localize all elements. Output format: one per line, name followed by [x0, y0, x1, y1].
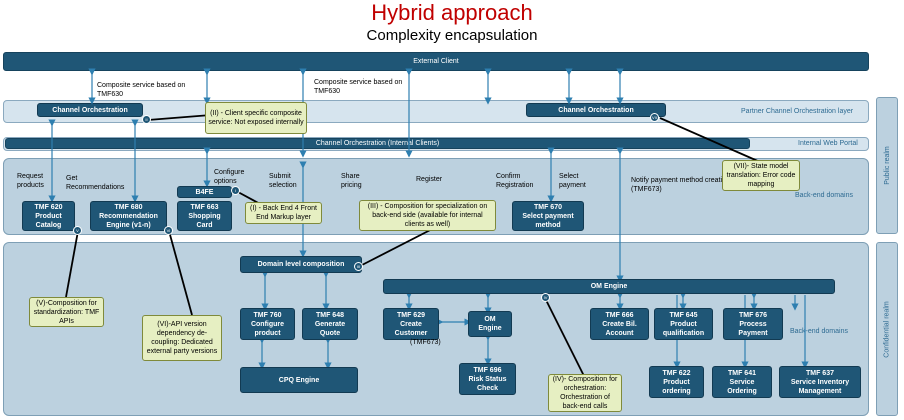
- badge-vi: VI: [164, 226, 173, 235]
- note-vii-state-model-translation: (VII)- State model translation: Error co…: [722, 160, 800, 191]
- badge-iii: III: [354, 262, 363, 271]
- internal-portal-label: Internal Web Portal: [798, 140, 858, 147]
- label-share-pricing: Share pricing: [341, 173, 362, 189]
- note-vi-api-version-decoupling: (VI)-API version dependency de-coupling:…: [142, 315, 222, 361]
- diagram-title: Hybrid approach: [371, 0, 533, 25]
- badge-v: V: [73, 226, 82, 235]
- composite-service-left-label: Composite service based on TMF630: [97, 82, 186, 98]
- domain-level-composition: Domain level composition: [240, 256, 362, 273]
- label-select-payment: Select payment: [559, 173, 586, 189]
- badge-iv: IV: [541, 293, 550, 302]
- backend-domains-top-label: Back-end domains: [795, 192, 853, 199]
- diagram-subtitle: Complexity encapsulation: [366, 27, 538, 44]
- backend-domains-bottom-label: Back-end domains: [790, 328, 848, 335]
- label-configure-options: Configure options: [214, 169, 245, 185]
- badge-vii: VII: [650, 113, 659, 122]
- channel-orchestration-right: Channel Orchestration: [526, 103, 666, 117]
- label-register: Register: [416, 176, 443, 183]
- composite-service-right-label: Composite service based on TMF630: [314, 79, 403, 95]
- label-get-recommendations: Get Recommendations: [66, 175, 125, 191]
- b4fe-box: B4FE: [177, 186, 232, 198]
- label-request-products: Request products: [17, 173, 44, 189]
- badge-ii: II: [142, 115, 151, 124]
- note-iii-composition-specialization: (III) - Composition for specialization o…: [359, 200, 496, 231]
- badge-i: I: [231, 186, 240, 195]
- public-realm-label: Public realm: [876, 97, 898, 234]
- cpq-engine: CPQ Engine: [240, 367, 358, 393]
- label-confirm-registration: Confirm Registration: [496, 173, 534, 189]
- label-notify-payment: Notify payment method creation (TMF673): [631, 177, 730, 193]
- internal-channel-orchestration: Channel Orchestration (Internal Clients): [5, 138, 750, 149]
- label-submit-selection: Submit selection: [269, 173, 297, 189]
- note-iv-composition-orchestration: (IV)- Composition for orchestration: Orc…: [548, 374, 622, 412]
- partner-layer-label: Partner Channel Orchestration layer: [741, 108, 854, 115]
- label-tmf673: (TMF673): [410, 339, 441, 346]
- om-engine-bar: OM Engine: [383, 279, 835, 294]
- note-ii-client-specific: (II) - Client specific composite service…: [205, 102, 307, 134]
- note-i-back-end-4-front-end: (I) - Back End 4 Front End Markup layer: [245, 202, 322, 224]
- external-client-label: External Client: [413, 58, 459, 65]
- confidential-realm-label: Confidential realm: [876, 242, 898, 416]
- external-client-bar: External Client: [3, 52, 869, 71]
- note-v-composition-standardization: (V)-Composition for standardization: TMF…: [29, 297, 104, 327]
